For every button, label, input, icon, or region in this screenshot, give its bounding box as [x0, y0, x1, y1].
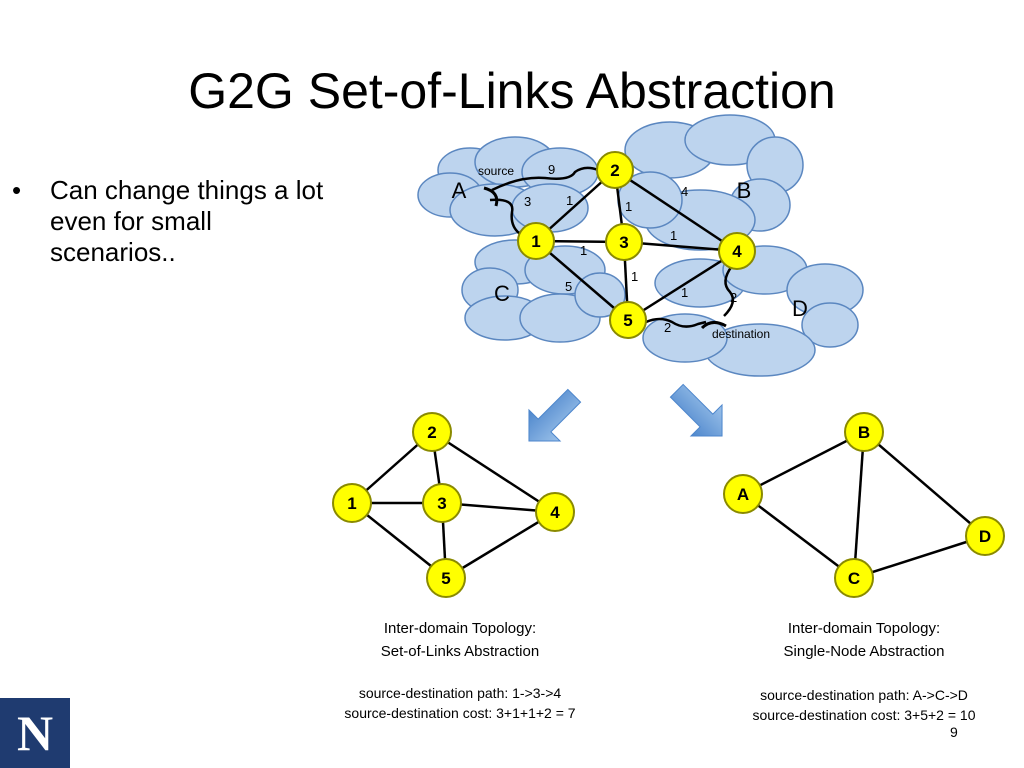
right-node-a: A	[723, 474, 763, 514]
bullet-dot: •	[12, 175, 22, 205]
weight-1-2: 1	[566, 193, 573, 208]
top-node-1-label: 1	[531, 232, 540, 251]
down-right-arrow	[669, 383, 723, 437]
left-node-1: 1	[332, 483, 372, 523]
right-node-d-label: D	[979, 527, 991, 546]
left-node-3-label: 3	[437, 494, 446, 513]
edge-4-5	[627, 249, 738, 322]
top-node-2-label: 2	[610, 161, 619, 180]
right-path-summary: source-destination path: A->C->D source-…	[718, 685, 1010, 725]
domain-clouds	[417, 114, 864, 377]
left-node-5: 5	[426, 558, 466, 598]
left-edge-2-4	[431, 430, 556, 514]
weight-5-destination: 2	[664, 320, 671, 335]
top-node-2: 2	[596, 151, 634, 189]
left-node-4: 4	[535, 492, 575, 532]
left-caption: Inter-domain Topology: Set-of-Links Abst…	[330, 617, 590, 663]
right-path-line: source-destination path: A->C->D	[760, 687, 968, 703]
left-path-line: source-destination path: 1->3->4	[358, 685, 562, 701]
right-node-c: C	[834, 558, 874, 598]
top-nodes: 2 1 3 4 5	[517, 151, 756, 339]
weight-source-1: 3	[524, 194, 531, 209]
right-node-c-label: C	[848, 569, 860, 588]
weight-4-destination: 2	[730, 290, 737, 305]
domain-label-a: A	[452, 178, 467, 203]
top-node-4: 4	[718, 232, 756, 270]
down-left-arrow	[528, 388, 582, 442]
cloud-a	[417, 136, 599, 237]
left-cost-line: source-destination cost: 3+1+1+2 = 7	[344, 705, 576, 721]
top-node-4-label: 4	[732, 242, 742, 261]
bullet-item: • Can change things a lot even for small…	[12, 175, 332, 269]
edge-source-2	[491, 166, 599, 192]
left-node-5-label: 5	[441, 569, 450, 588]
right-edge-b-d	[863, 431, 986, 537]
domain-label-b: B	[737, 178, 752, 203]
left-edge-1-5	[351, 502, 447, 579]
right-edge-b-c	[852, 431, 866, 579]
university-logo: N	[0, 698, 70, 768]
source-label: source	[478, 164, 514, 178]
right-node-b: B	[844, 412, 884, 452]
source-bracket	[483, 186, 499, 207]
domain-label-d: D	[792, 296, 808, 321]
domain-label-c: C	[494, 281, 510, 306]
right-caption: Inter-domain Topology: Single-Node Abstr…	[730, 617, 998, 663]
weight-2-4: 4	[681, 184, 688, 199]
top-node-5-label: 5	[623, 311, 632, 330]
left-node-2-label: 2	[427, 423, 436, 442]
weight-source-2: 9	[548, 162, 555, 177]
left-path-summary: source-destination path: 1->3->4 source-…	[310, 683, 610, 723]
weight-3-4: 1	[670, 228, 677, 243]
left-graph-nodes: 2 1 3 4 5	[332, 412, 575, 598]
right-edge-c-d	[853, 534, 986, 580]
right-graph-nodes: B A D C	[723, 412, 1005, 598]
left-node-3: 3	[422, 483, 462, 523]
right-caption-line1: Inter-domain Topology:	[787, 620, 941, 637]
right-node-d: D	[965, 516, 1005, 556]
left-edge-4-5	[445, 510, 556, 580]
right-node-a-label: A	[737, 485, 749, 504]
edge-5-destination	[645, 317, 707, 328]
right-caption-line2: Single-Node Abstraction	[783, 643, 945, 660]
logo-mark: N	[16, 705, 54, 761]
bullet-list: • Can change things a lot even for small…	[12, 175, 332, 269]
bullet-text: Can change things a lot even for small s…	[50, 175, 324, 268]
slide-title: G2G Set-of-Links Abstraction	[188, 63, 836, 119]
top-node-3-label: 3	[619, 233, 628, 252]
left-node-2: 2	[412, 412, 452, 452]
top-node-1: 1	[517, 222, 555, 260]
right-cost-line: source-destination cost: 3+5+2 = 10	[752, 707, 976, 723]
weight-3-5: 1	[631, 269, 638, 284]
weight-1-3: 1	[580, 243, 587, 258]
top-edge-weights: 9 3 1 1 4 1 1 5 1 1 2 2	[524, 162, 737, 335]
weight-4-5: 1	[681, 285, 688, 300]
left-caption-line1: Inter-domain Topology:	[383, 620, 537, 637]
right-graph-edges	[742, 430, 986, 580]
right-node-b-label: B	[858, 423, 870, 442]
weight-1-5: 5	[565, 279, 572, 294]
edge-source-1	[489, 198, 521, 235]
weight-2-3: 1	[625, 199, 632, 214]
destination-bracket	[700, 321, 727, 330]
right-edge-a-b	[742, 430, 865, 496]
left-caption-line2: Set-of-Links Abstraction	[380, 643, 540, 660]
left-node-4-label: 4	[550, 503, 560, 522]
top-node-3: 3	[605, 223, 643, 261]
edge-2-4	[614, 168, 738, 253]
top-node-5: 5	[609, 301, 647, 339]
edge-1-5	[535, 240, 629, 321]
cloud-b	[617, 114, 804, 251]
edge-4-destination	[723, 265, 735, 317]
page-number: 9	[950, 724, 958, 740]
destination-label: destination	[712, 327, 770, 341]
cloud-d	[642, 245, 864, 377]
right-edge-a-c	[742, 493, 855, 579]
left-node-1-label: 1	[347, 494, 356, 513]
